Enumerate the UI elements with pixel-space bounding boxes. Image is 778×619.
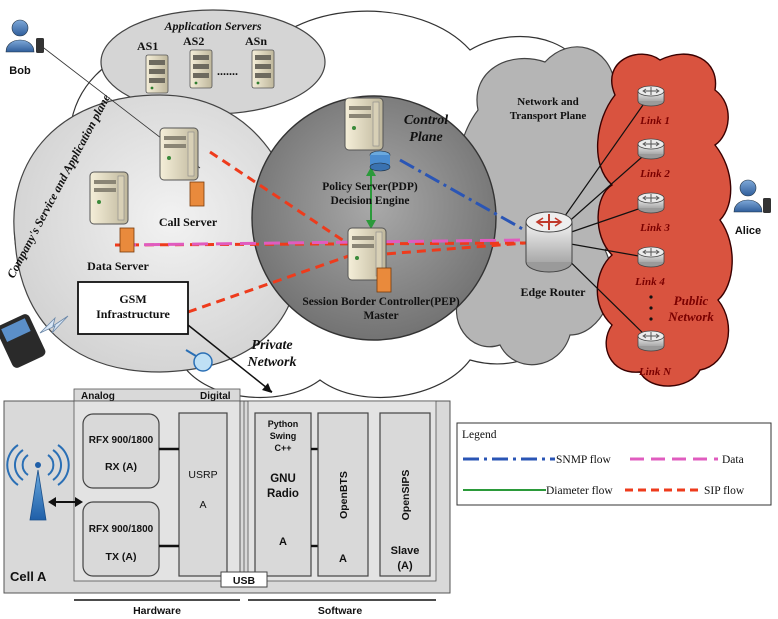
gsm-to-cell-arrow [187, 324, 273, 393]
cell-a-label: Cell A [10, 569, 47, 584]
link-3-label: Link 3 [639, 222, 670, 234]
usrp-board [178, 412, 228, 577]
link-2-label: Link 2 [639, 168, 670, 180]
alice-phone-icon [763, 198, 771, 213]
app-servers-ellipsis: ....... [217, 64, 238, 78]
rx-board-line1: RFX 900/1800 [89, 435, 154, 446]
data-server-label: Data Server [87, 259, 149, 273]
link-n-router-icon [637, 330, 665, 352]
rx-board [82, 413, 160, 489]
opensips-label: OpenSIPS [400, 470, 412, 521]
public-network-cloud [596, 53, 733, 387]
pdp-server-icon [344, 97, 384, 151]
usb-box [220, 571, 268, 588]
tx-board-line1: RFX 900/1800 [89, 524, 154, 535]
tx-board [82, 501, 160, 577]
opensips-block [379, 412, 431, 577]
usb-label: USB [233, 575, 256, 587]
rx-board-line2: RX (A) [105, 461, 137, 473]
gsm-infrastructure-box [77, 281, 189, 335]
digital-label: Digital [200, 391, 231, 402]
data-server-icon [89, 171, 129, 225]
python-label-line1: Python [268, 419, 299, 429]
mobile-phone-icon [0, 314, 46, 368]
bob-person-icon [5, 19, 35, 53]
as1-server-icon [145, 54, 169, 94]
link-1-router-icon [637, 85, 665, 107]
software-label: Software [318, 605, 363, 617]
legend-sip-label: SIP flow [704, 485, 745, 497]
pdp-label: Policy Server(PDP)Decision Engine [322, 181, 418, 207]
as2-server-icon [189, 49, 213, 89]
gnu-radio-line2: Radio [267, 488, 299, 500]
alice-label: Alice [735, 225, 761, 237]
link-n-label: Link N [638, 366, 672, 378]
legend-snmp-label: SNMP flow [556, 454, 612, 466]
application-servers-label: Application Servers [163, 19, 261, 33]
openbts-label: OpenBTS [338, 471, 350, 519]
sip-flow-lines [114, 150, 531, 314]
bob-phone-icon [36, 38, 44, 53]
link-3-router-icon [637, 192, 665, 214]
gnu-radio-line1: GNU [270, 473, 296, 485]
edge-router-icon [525, 211, 573, 273]
python-label-line2: Swing [270, 431, 297, 441]
hardware-label: Hardware [133, 605, 181, 617]
wireless-lightning-icon [39, 315, 69, 334]
edge-router-label: Edge Router [521, 285, 587, 299]
python-label-line3: C++ [274, 443, 291, 453]
link-4-router-icon [637, 246, 665, 268]
usrp-sub-label: A [199, 499, 206, 511]
asn-label: ASn [245, 34, 267, 48]
openbts-sub: A [339, 553, 347, 565]
link-1-label: Link 1 [639, 115, 670, 127]
data-flow-line [119, 238, 526, 247]
alice-person-icon [733, 179, 763, 213]
antenna-icon [6, 444, 70, 521]
legend-diameter-label: Diameter flow [546, 485, 613, 497]
gnu-radio-sub: A [279, 536, 287, 548]
sbc-label: Session Border Controller(PEP)Master [302, 296, 460, 322]
tx-board-line2: TX (A) [106, 551, 137, 563]
as1-label: AS1 [137, 39, 158, 53]
link-2-router-icon [637, 138, 665, 160]
probe-icon [185, 349, 213, 372]
as2-label: AS2 [183, 34, 204, 48]
gnu-radio-block [254, 412, 312, 577]
bob-label: Bob [9, 65, 31, 77]
call-server-label: Call Server [159, 215, 218, 229]
legend-title: Legend [462, 429, 497, 441]
legend-data-label: Data [722, 454, 744, 466]
openbts-block [317, 412, 369, 577]
opensips-sub-line2: (A) [397, 560, 413, 572]
call-server-icon [159, 127, 199, 181]
snmp-flow-line [399, 158, 529, 234]
link-ellipsis-dots [649, 295, 653, 321]
opensips-sub-line1: Slave [391, 545, 420, 557]
analog-label: Analog [81, 391, 115, 402]
control-plane-circle [251, 95, 497, 341]
link-4-label: Link 4 [634, 276, 665, 288]
asn-server-icon [251, 49, 275, 89]
legend-box [456, 422, 772, 506]
usrp-label: USRP [188, 469, 217, 481]
